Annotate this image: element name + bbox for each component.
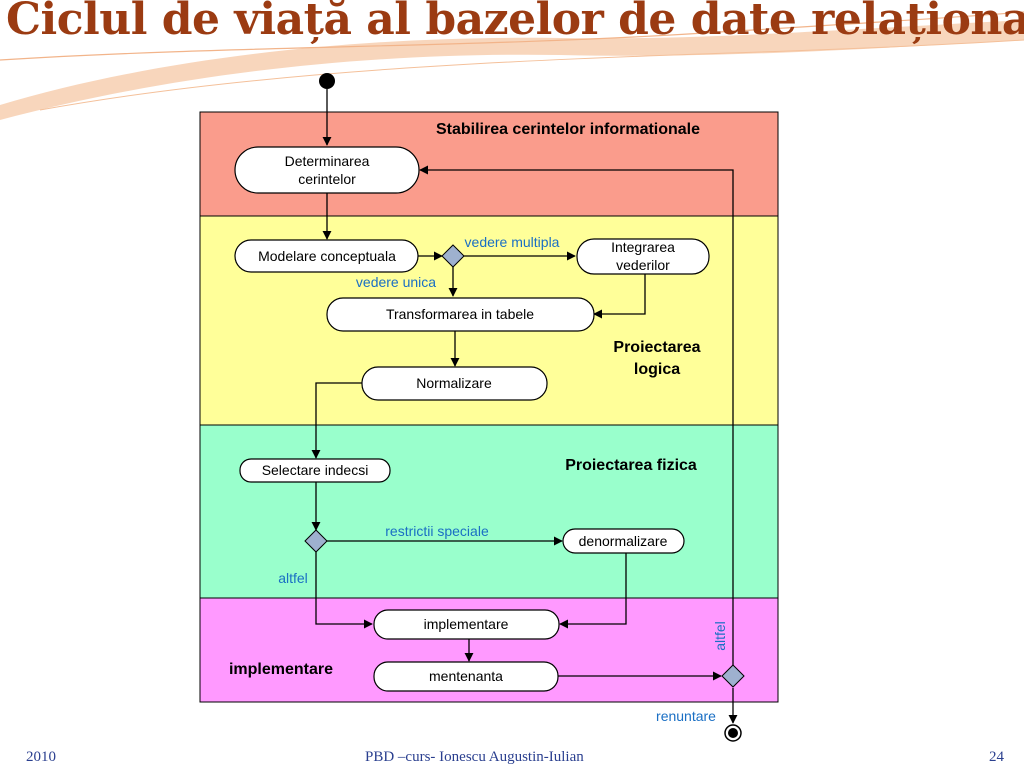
node-determine-line2: cerintelor — [298, 171, 356, 187]
edge-integrate-transform — [593, 274, 646, 319]
edge-loop-back — [419, 165, 734, 665]
edge-normalize-select — [311, 382, 362, 459]
node-determine-line1: Determinarea — [285, 153, 370, 169]
node-determine-requirements: Determinarea cerintelor — [234, 146, 420, 194]
svg-text:Transformarea in tabele: Transformarea in tabele — [386, 306, 534, 322]
node-implement: implementare — [373, 609, 560, 640]
edge-denormalize-implement — [559, 553, 627, 629]
decision-view-type — [441, 244, 465, 268]
lane-label-logical-line1: Proiectarea — [613, 339, 700, 356]
node-transform-tables: Transformarea in tabele — [326, 297, 595, 332]
node-maintain: mentenanta — [373, 661, 559, 692]
footer-year: 2010 — [26, 749, 56, 765]
guard-multiple-view: vedere multipla — [465, 234, 560, 250]
lane-physical-design — [199, 424, 779, 599]
edge-decision-implement — [315, 552, 373, 629]
node-normalize: Normalizare — [361, 366, 548, 401]
guard-single-view: vedere unica — [356, 274, 436, 290]
svg-text:denormalizare: denormalizare — [579, 533, 668, 549]
title-decoration — [0, 11, 1024, 120]
guard-special-restrictions: restrictii speciale — [385, 523, 489, 539]
slide-title: Ciclul de viață al bazelor de date relaț… — [6, 0, 1024, 45]
lane-label-physical: Proiectarea fizica — [565, 457, 697, 474]
decision-continue — [721, 664, 745, 688]
guard-otherwise-physical: altfel — [278, 570, 308, 586]
guard-abandon: renuntare — [656, 708, 716, 724]
svg-text:mentenanta: mentenanta — [429, 668, 503, 684]
end-node — [724, 724, 742, 742]
svg-text:Normalizare: Normalizare — [416, 375, 492, 391]
svg-text:Modelare conceptuala: Modelare conceptuala — [258, 248, 396, 264]
decision-physical — [304, 529, 328, 553]
svg-text:implementare: implementare — [424, 616, 509, 632]
guard-otherwise-loop: altfel — [712, 621, 728, 651]
lane-label-implementation: implementare — [229, 661, 333, 678]
node-integrate-line2: vederilor — [616, 257, 670, 273]
flow-edges — [311, 89, 738, 724]
node-conceptual-modeling: Modelare conceptuala — [234, 239, 419, 273]
node-integrate-line1: Integrarea — [611, 239, 675, 255]
node-integrate-views: Integrarea vederilor — [576, 238, 710, 275]
footer-page-number: 24 — [989, 749, 1004, 765]
start-node — [319, 73, 335, 89]
footer-course-author: PBD –curs- Ionescu Augustin-Iulian — [365, 749, 584, 765]
lane-label-requirements: Stabilirea cerintelor informationale — [436, 121, 700, 138]
node-select-indexes: Selectare indecsi — [239, 458, 391, 483]
svg-text:Selectare indecsi: Selectare indecsi — [262, 462, 369, 478]
lane-label-logical-line2: logica — [634, 361, 680, 378]
node-denormalize: denormalizare — [562, 528, 685, 554]
